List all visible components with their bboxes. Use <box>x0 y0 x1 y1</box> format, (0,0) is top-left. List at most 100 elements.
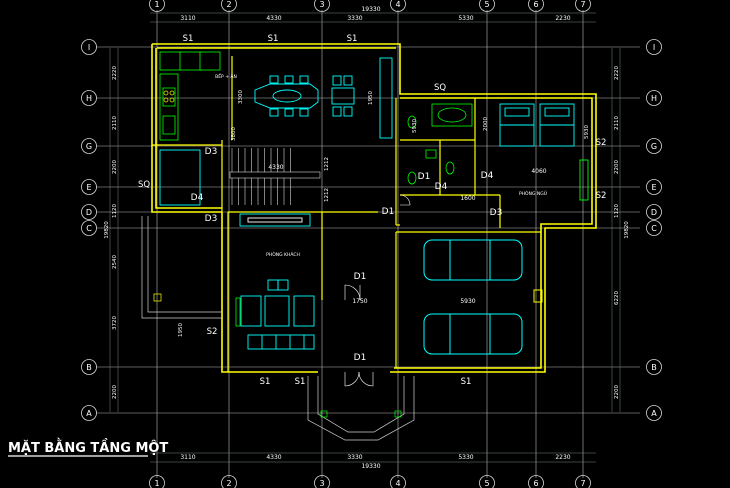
drawing-title: MẶT BẰNG TẦNG MỘT <box>8 438 168 456</box>
left-dimension: 3720 <box>112 316 118 330</box>
bottom-overall-dimension: 19330 <box>361 463 380 470</box>
grid-bubble-circle <box>646 179 662 195</box>
grid-bubble-label: D <box>86 208 92 217</box>
inner-dimension: 5930 <box>460 298 475 305</box>
grid-column-bubble-top: 4 <box>390 0 406 12</box>
entrance-bay <box>307 376 415 441</box>
inner-dimension: 3800 <box>231 127 237 141</box>
door-label: D3 <box>205 214 218 224</box>
sideboard <box>159 57 393 206</box>
grid-bubble-label: 1 <box>154 479 159 488</box>
right-dimension: 2220 <box>614 66 620 80</box>
inner-dimension: 5930 <box>412 119 418 133</box>
left-overall-dimension: 19820 <box>104 221 110 239</box>
inner-dimension: 3300 <box>238 90 244 104</box>
grid-bubble-label: 7 <box>580 0 585 9</box>
grid-bubble-label: A <box>651 409 657 418</box>
grid-column-bubble-top: 3 <box>314 0 330 12</box>
top-overall-dimension: 19330 <box>361 6 380 13</box>
right-dimension: 2200 <box>614 385 620 399</box>
top-dimension: 5330 <box>458 15 473 22</box>
left-dimension: 1120 <box>112 204 118 218</box>
grid-bubble-label: D <box>651 208 657 217</box>
grid-bubble-circle <box>81 39 97 55</box>
grid-column-bubble-bottom: 4 <box>390 475 406 488</box>
grid-bubble-label: 6 <box>533 479 538 488</box>
bottom-dimension: 5330 <box>458 454 473 461</box>
grid-row-bubble-left: I <box>81 39 97 55</box>
stair-landing <box>229 171 321 179</box>
door-label: D1 <box>354 272 367 282</box>
grid-row-bubble-left: A <box>81 405 97 421</box>
bathroom-fixtures <box>407 103 473 185</box>
grid-bubble-label: I <box>88 43 90 52</box>
grid-bubble-circle <box>646 138 662 154</box>
grid-bubble-circle <box>81 220 97 236</box>
grid-column-bubble-bottom: 5 <box>479 475 495 488</box>
grid-bubble-circle <box>646 204 662 220</box>
grid-row-bubble-left: H <box>81 90 97 106</box>
grid-row-bubble-right: C <box>646 220 662 236</box>
dimension-chains <box>109 12 621 463</box>
right-overall-dimension: 19820 <box>624 221 630 239</box>
inner-dimension: 1750 <box>352 298 367 305</box>
grid-bubble-circle <box>221 0 237 12</box>
grid-bubble-circle <box>646 359 662 375</box>
grid-bubble-circle <box>646 90 662 106</box>
inner-dimension: 4060 <box>531 168 546 175</box>
inner-dimension: 1212 <box>324 157 330 171</box>
inner-dimension: 1950 <box>368 91 374 105</box>
grid-column-bubble-bottom: 3 <box>314 475 330 488</box>
grid-column-bubble-top: 5 <box>479 0 495 12</box>
grid-bubble-label: C <box>86 224 92 233</box>
left-dimension: 2220 <box>112 66 118 80</box>
grid-bubble-label: C <box>651 224 657 233</box>
grid-bubble-label: G <box>651 142 657 151</box>
grid-row-bubble-right: A <box>646 405 662 421</box>
grid-row-bubble-right: I <box>646 39 662 55</box>
grid-bubble-label: B <box>86 363 92 372</box>
inner-dimension: 1950 <box>178 323 184 337</box>
bedroom-furniture <box>499 103 589 201</box>
window-label: SQ <box>138 180 150 190</box>
grid-bubble-label: A <box>86 409 92 418</box>
top-dimension: 4330 <box>266 15 281 22</box>
left-dimension: 2540 <box>112 255 118 269</box>
grid-bubble-circle <box>81 204 97 220</box>
grid-row-bubble-right: B <box>646 359 662 375</box>
inner-dimension: 1600 <box>460 195 475 202</box>
door-label: D1 <box>354 353 367 363</box>
right-dimension: 1120 <box>614 204 620 218</box>
window-label: S2 <box>596 138 607 148</box>
door-label: D1 <box>418 172 431 182</box>
grid-bubble-circle <box>575 0 591 12</box>
bottom-dimension: 3330 <box>347 454 362 461</box>
grid-row-bubble-left: G <box>81 138 97 154</box>
grid-row-bubble-right: H <box>646 90 662 106</box>
window-label: S2 <box>596 191 607 201</box>
grid-column-bubble-top: 2 <box>221 0 237 12</box>
grid-bubble-label: 3 <box>319 479 324 488</box>
window-label: S1 <box>183 34 194 44</box>
grid-bubble-label: 2 <box>226 479 231 488</box>
grid-bubble-label: 2 <box>226 0 231 9</box>
grid-bubble-circle <box>149 0 165 12</box>
door-label: D4 <box>435 182 448 192</box>
inner-dimension: 2000 <box>483 117 489 131</box>
door-label: D4 <box>481 171 494 181</box>
dining-table <box>254 75 355 117</box>
grid-row-bubble-right: G <box>646 138 662 154</box>
grid-row-bubble-left: E <box>81 179 97 195</box>
grid-bubble-circle <box>149 475 165 488</box>
right-dimension: 2110 <box>614 116 620 130</box>
bottom-dimension: 3110 <box>180 454 195 461</box>
door-label: D4 <box>191 193 204 203</box>
grid-bubble-label: B <box>651 363 657 372</box>
room-label-kitchen: BẾP + ĂN <box>215 72 237 80</box>
grid-bubble-label: 5 <box>484 479 489 488</box>
grid-bubble-label: 7 <box>580 479 585 488</box>
right-dimension: 6220 <box>614 291 620 305</box>
